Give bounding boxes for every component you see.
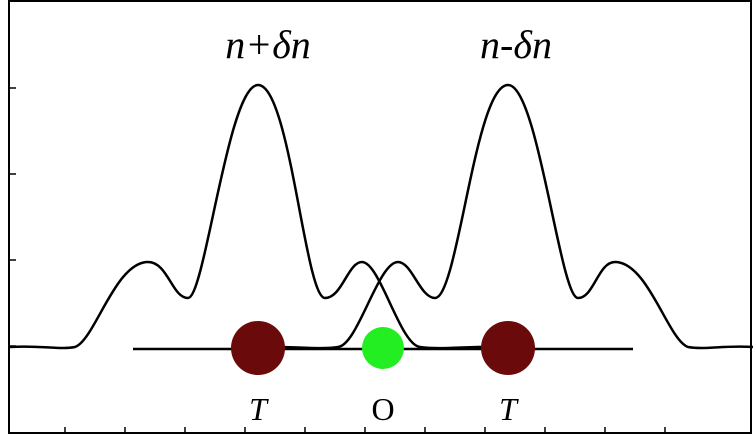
label-point-left: T [249, 391, 269, 427]
frame [8, 0, 752, 434]
label-peak-right: n-δn [480, 22, 552, 67]
curve-left-profile [9, 83, 501, 350]
y-ticks [9, 87, 16, 347]
label-point-right: T [499, 391, 519, 427]
trap-point-right [481, 321, 535, 375]
origin-point [362, 327, 404, 369]
trap-point-left [231, 321, 285, 375]
label-point-center: O [371, 391, 394, 427]
label-peak-left: n+δn [225, 22, 311, 67]
x-ticks [64, 427, 666, 433]
curve-right-profile [257, 83, 753, 350]
